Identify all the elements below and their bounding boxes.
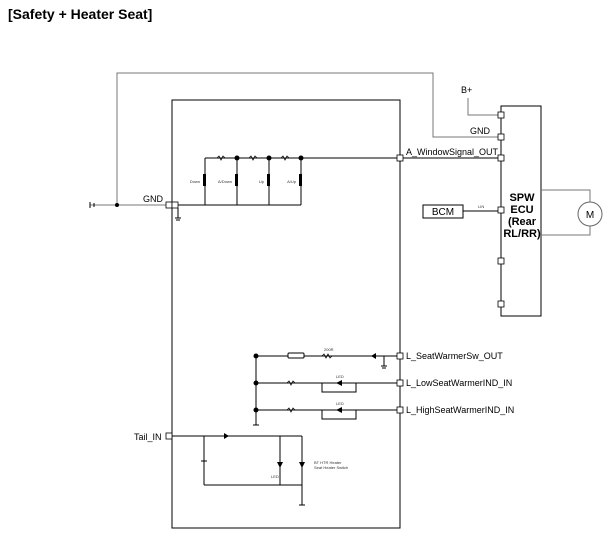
tail-in-label: Tail_IN [134,432,162,442]
switch-up-label: Up [259,179,265,184]
tail-diode-icon [224,433,229,439]
bcm-label: BCM [432,207,454,218]
gnd-left-label: GND [143,194,164,204]
lin-label: LIN [478,204,484,209]
seat-module-box [171,99,401,529]
seat-warmer-switch-icon [287,352,305,359]
diagram-title: [Safety + Heater Seat] [8,6,153,22]
bplus-wire [467,98,500,116]
ecu-pin [497,154,505,162]
window-signal-pin [396,154,404,162]
high-ind-pin [396,406,404,414]
tail-note-line1: BT HTR Heater [314,460,342,465]
ecu-label-line1: SPW [509,192,535,204]
gnd-left-pin [165,201,173,209]
ecu-pin [497,300,505,308]
spw-ecu-box [500,105,542,317]
switch-a-down-label: A/Down [218,179,232,184]
diode-icon [371,353,376,359]
motor-icon [577,201,603,227]
motor-symbol: M [586,210,594,221]
high-ind-label: L_HighSeatWarmerIND_IN [406,405,514,415]
led-tail-right-icon [299,462,305,468]
ecu-pin [497,111,505,119]
led-tail-label: LED [271,474,279,479]
ecu-label-line2: ECU [510,204,533,216]
led-tail-left-icon [277,462,283,468]
seat-warmer-sw-label: L_SeatWarmerSw_OUT [406,351,503,361]
ecu-pin [497,206,505,214]
led-low-label: LED [336,374,344,379]
bplus-label: B+ [461,85,472,95]
low-ind-label: L_LowSeatWarmerIND_IN [406,378,512,388]
ecu-label-line3: (Rear [508,216,537,228]
gnd-left-pin-inner [171,201,179,209]
low-ind-pin [396,379,404,387]
res-seat-label: 200R [324,347,334,352]
led-high-icon [336,407,342,413]
switch-a-up-label: A/Up [287,179,297,184]
switch-down-label: Down [190,179,200,184]
ecu-pin [497,257,505,265]
led-low-icon [336,380,342,386]
ecu-pins [497,111,505,308]
ecu-pin [497,133,505,141]
ecu-label-line4: RL/RR) [503,228,541,240]
window-signal-label: A_WindowSignal_OUT [406,147,499,157]
led-high-label: LED [336,401,344,406]
tail-in-pin [165,432,173,440]
seat-warmer-sw-pin [396,352,404,360]
top-gnd-wire [116,72,500,205]
gnd-top-label: GND [470,126,491,136]
window-switch-ladder [203,155,304,206]
tail-note-line2: Seat Heater Switch [314,465,348,470]
